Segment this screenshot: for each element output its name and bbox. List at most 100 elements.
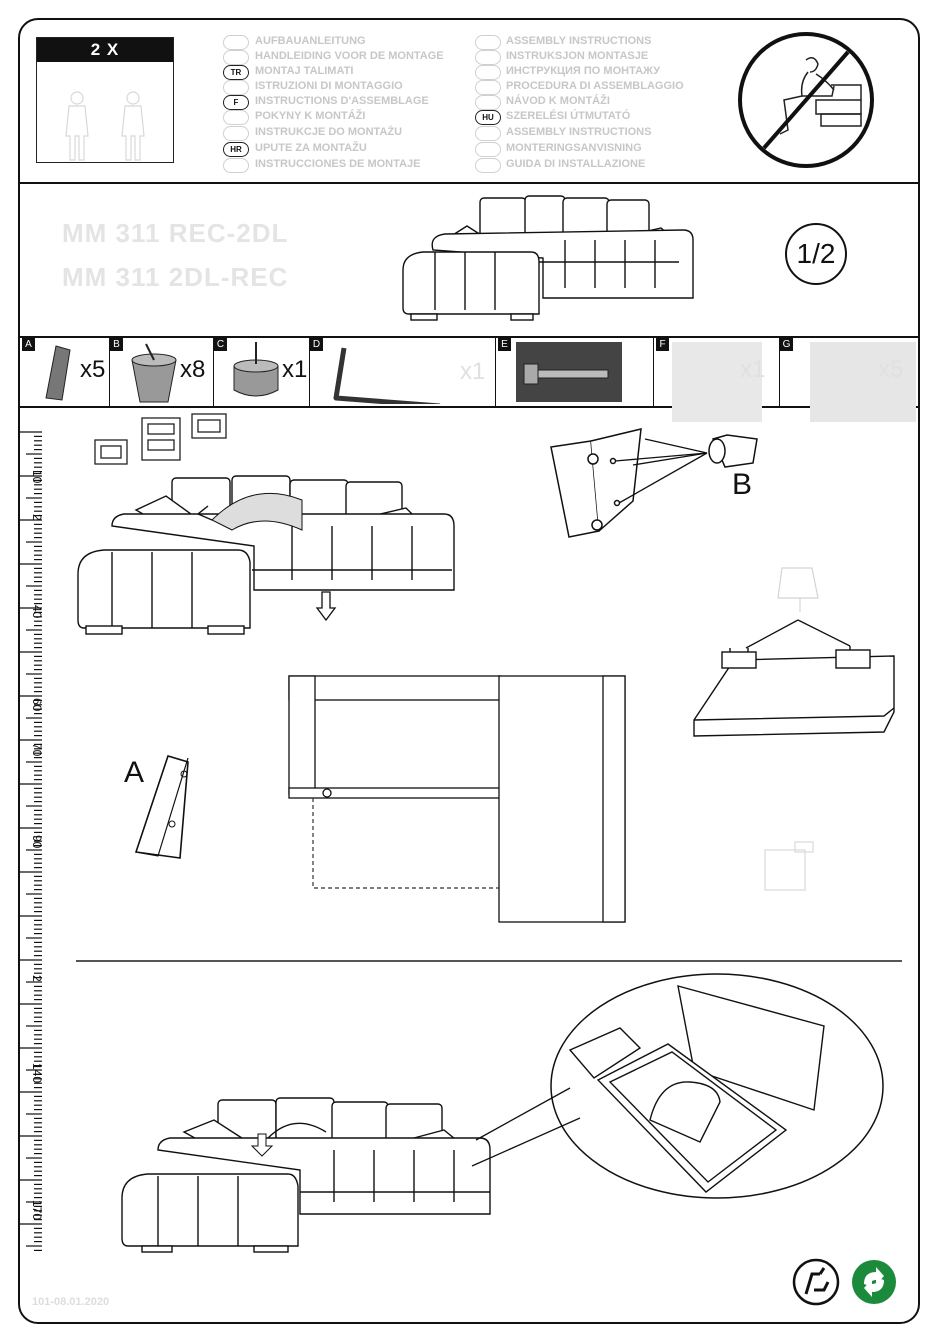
lang-item: POKYNY K MONTÁŽI — [255, 110, 366, 122]
faint-part-icon — [764, 841, 814, 891]
part-a: A x5 — [22, 338, 110, 406]
do-not-sit-icon — [738, 32, 874, 168]
part-qty: x8 — [180, 356, 206, 383]
title-divider — [20, 336, 920, 338]
allen-key-icon — [333, 347, 441, 404]
people-required-box: 2 X — [36, 37, 174, 163]
part-b-label: B — [732, 468, 753, 501]
step-divider — [76, 960, 902, 962]
lang-code-f: F — [223, 95, 249, 110]
lang-code-badge — [223, 50, 249, 65]
lang-item: INSTRUKSJON MONTASJE — [506, 50, 649, 62]
part-letter: G — [780, 338, 793, 351]
lang-item: PROCEDURA DI ASSEMBLAGGIO — [506, 80, 684, 92]
lang-item: ASSEMBLY INSTRUCTIONS — [506, 35, 652, 47]
ruler-label: 2 — [30, 514, 44, 521]
part-c: C x1 — [214, 338, 310, 406]
lang-code-hu: HU — [475, 110, 501, 125]
ruler-label: 60 — [30, 698, 44, 712]
bolt-photo — [516, 342, 622, 402]
lang-code-badge — [475, 142, 501, 157]
storage-detail-zoom — [471, 973, 884, 1199]
part-a-label: A — [124, 756, 145, 789]
lang-code-badge — [475, 35, 501, 50]
ruler-label: 70 — [30, 743, 44, 757]
corner-sofa-illustration — [402, 195, 694, 321]
lang-item: AUFBAUANLEITUNG — [255, 35, 366, 47]
lang-item: HANDLEIDING VOOR DE MONTAGE — [255, 50, 444, 62]
document-id: 101-08.01.2020 — [32, 1296, 110, 1308]
base-feet-illustration — [693, 567, 895, 737]
part-qty: x5 — [878, 356, 904, 383]
model-line-2: MM 311 2DL-REC — [62, 262, 289, 292]
lang-code-badge — [475, 158, 501, 173]
part-letter: D — [310, 338, 323, 351]
ruler-label: 140 — [30, 1063, 44, 1084]
part-photo-faint — [672, 342, 762, 422]
part-b: B x8 — [110, 338, 214, 406]
foot-block-icon — [45, 345, 71, 401]
part-qty: x1 — [282, 356, 308, 383]
header-divider — [20, 182, 920, 184]
orientation-icons — [94, 413, 227, 465]
sofa-storage-illustration — [121, 1097, 491, 1253]
lang-item: INSTRUCTIONS D'ASSEMBLAGE — [255, 95, 429, 107]
lang-item: GUIDA DI INSTALLAZIONE — [506, 158, 646, 170]
lang-item: ИНСТРУКЦИЯ ПО МОНТАЖУ — [506, 65, 661, 77]
lang-code-badge — [223, 35, 249, 50]
ruler-label: 90 — [30, 835, 44, 849]
ruler-label: 10 — [30, 470, 44, 484]
lang-code-badge — [223, 158, 249, 173]
two-people-icon — [65, 91, 145, 161]
part-letter: E — [498, 338, 511, 351]
conical-foot-icon — [131, 343, 177, 403]
lang-code-badge — [223, 110, 249, 125]
lang-code-badge — [475, 50, 501, 65]
lang-code-hr: HR — [223, 142, 249, 157]
lang-code-badge — [475, 126, 501, 141]
lang-code-badge — [223, 80, 249, 95]
round-foot-icon — [233, 342, 279, 397]
lang-code-badge — [223, 126, 249, 141]
page-indicator: 1/2 — [785, 223, 847, 285]
part-qty: x5 — [80, 356, 106, 383]
bolt-icon — [523, 363, 609, 385]
sofa-frame-plan — [288, 675, 626, 923]
part-d: D x1 — [310, 338, 496, 406]
part-qty: x1 — [460, 358, 486, 385]
sofa-seat-flip-illustration — [77, 475, 455, 635]
page-frame — [18, 18, 920, 1324]
ruler-label: 40 — [30, 605, 44, 619]
ruler-label: 2 — [30, 975, 44, 982]
part-photo-faint — [810, 342, 916, 422]
recycle-icons — [792, 1258, 896, 1306]
lang-item: MONTAJ TALIMATI — [255, 65, 354, 77]
people-count: 2 X — [37, 38, 173, 62]
lang-code-badge — [475, 95, 501, 110]
part-letter: C — [214, 338, 227, 351]
part-letter: A — [22, 338, 35, 351]
lang-item: ASSEMBLY INSTRUCTIONS — [506, 126, 652, 138]
ruler-label: 170 — [30, 1200, 44, 1221]
lang-item: ISTRUZIONI DI MONTAGGIO — [255, 80, 403, 92]
measuring-ruler — [18, 431, 42, 1252]
part-letter: F — [656, 338, 669, 351]
lang-code-tr: TR — [223, 65, 249, 80]
lang-item: INSTRUCCIONES DE MONTAJE — [255, 158, 421, 170]
lang-code-badge — [475, 80, 501, 95]
lang-item: UPUTE ZA MONTAŽU — [255, 142, 367, 154]
part-f: F x1 — [656, 338, 780, 422]
part-g: G x5 — [780, 338, 916, 422]
foot-block-detail — [134, 755, 189, 859]
model-line-1: MM 311 REC-2DL — [62, 218, 289, 248]
part-letter: B — [110, 338, 123, 351]
lang-item: INSTRUKCJE DO MONTAŻU — [255, 126, 403, 138]
part-qty: x1 — [740, 356, 766, 383]
part-e: E — [498, 338, 654, 406]
parts-divider — [20, 406, 920, 408]
lang-item: NÁVOD K MONTÁŽI — [506, 95, 610, 107]
lang-item: SZERELÉSI ÚTMUTATÓ — [506, 110, 631, 122]
foot-attach-detail — [550, 428, 758, 538]
lang-item: MONTERINGSANVISNING — [506, 142, 642, 154]
lang-code-badge — [475, 65, 501, 80]
